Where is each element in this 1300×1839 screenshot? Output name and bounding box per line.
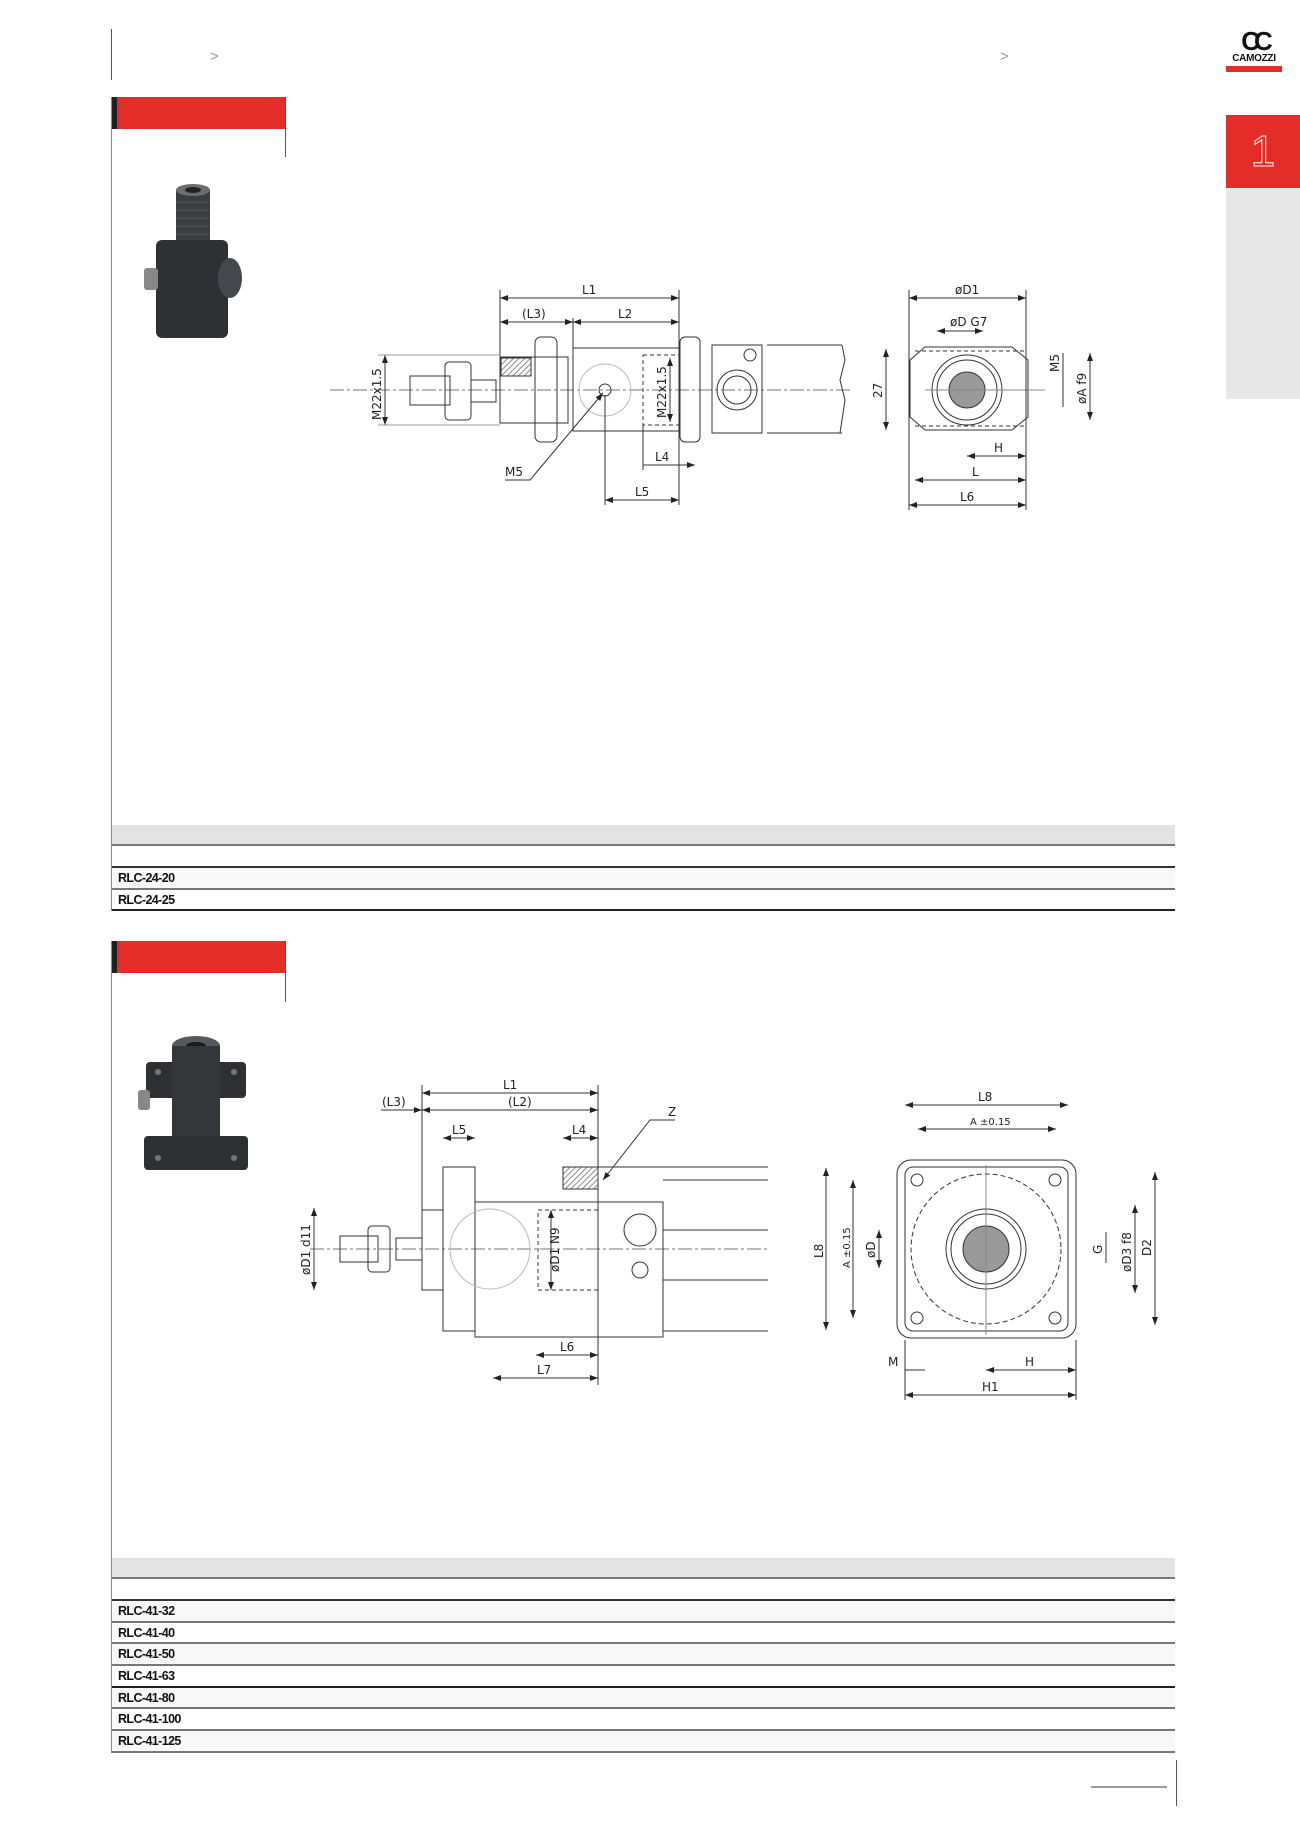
dim-label: (L2) bbox=[508, 1095, 532, 1109]
header-divider bbox=[111, 29, 112, 80]
table-row: RLC-41-50 bbox=[112, 1644, 1175, 1667]
dim-label: (L3) bbox=[382, 1095, 406, 1109]
table-row: RLC-24-20 bbox=[112, 868, 1175, 890]
dim-label: øD1 N9 bbox=[548, 1227, 562, 1272]
breadcrumb-separator: > bbox=[1000, 48, 1009, 65]
dim-label: M5 bbox=[1048, 354, 1062, 372]
dim-label: 27 bbox=[871, 383, 885, 398]
table-row: RLC-24-25 bbox=[112, 890, 1175, 912]
dim-label: D2 bbox=[1140, 1239, 1154, 1256]
camozzi-logo: CC CAMOZZI bbox=[1226, 26, 1282, 75]
table-row: RLC-41-80 bbox=[112, 1687, 1175, 1710]
dim-label: L6 bbox=[960, 490, 974, 504]
section-title-bar bbox=[111, 97, 285, 129]
chapter-number: 1 bbox=[1226, 115, 1300, 188]
rlc-41-table: RLC-41-32 RLC-41-40 RLC-41-50 RLC-41-63 … bbox=[111, 1558, 1175, 1753]
drawing-rlc24-side bbox=[330, 290, 850, 505]
dim-label: M22x1.5 bbox=[655, 366, 669, 418]
dim-label: L5 bbox=[452, 1123, 466, 1137]
dim-label: øA f9 bbox=[1075, 373, 1089, 404]
table-row: RLC-41-125 bbox=[112, 1731, 1175, 1753]
dim-label: øD3 f8 bbox=[1120, 1232, 1134, 1272]
dim-label: L5 bbox=[635, 485, 649, 499]
dim-label: L bbox=[972, 465, 979, 479]
dim-label: L8 bbox=[812, 1244, 826, 1258]
dim-label: øD G7 bbox=[950, 315, 987, 329]
dim-label: L1 bbox=[503, 1078, 517, 1092]
dim-label: L2 bbox=[618, 307, 632, 321]
logo-mark: CC bbox=[1241, 26, 1273, 56]
title-divider bbox=[285, 97, 286, 157]
drawing-rlc41-side bbox=[310, 1085, 770, 1385]
dim-label: (L3) bbox=[522, 307, 546, 321]
table-header bbox=[112, 825, 1175, 846]
dim-label: A ±0.15 bbox=[970, 1117, 1011, 1128]
section-title-bar bbox=[111, 941, 285, 973]
section-border bbox=[111, 941, 112, 1753]
dim-label: M22x1.5 bbox=[370, 368, 384, 420]
dim-label: øD bbox=[864, 1241, 878, 1258]
table-row: RLC-41-40 bbox=[112, 1623, 1175, 1645]
product-photo-rlc-41 bbox=[138, 1036, 248, 1170]
dim-label: L1 bbox=[582, 283, 596, 297]
dim-label: H bbox=[994, 441, 1003, 455]
table-row: RLC-41-100 bbox=[112, 1709, 1175, 1732]
dim-label: M bbox=[888, 1355, 898, 1369]
dim-label: L4 bbox=[655, 450, 669, 464]
dim-label: L8 bbox=[978, 1090, 992, 1104]
footer-rule bbox=[1091, 1786, 1167, 1788]
logo-bar bbox=[1226, 66, 1282, 72]
title-divider bbox=[285, 941, 286, 1002]
dim-label: øD1 bbox=[955, 283, 979, 297]
drawing-rlc41-front bbox=[823, 1102, 1158, 1400]
table-subheader bbox=[112, 846, 1175, 868]
dim-label: L4 bbox=[572, 1123, 586, 1137]
section-border bbox=[111, 97, 112, 910]
dim-label: øD1 d11 bbox=[299, 1224, 313, 1275]
table-row: RLC-41-63 bbox=[112, 1666, 1175, 1688]
chapter-tab[interactable]: 1 bbox=[1226, 115, 1300, 399]
dim-label: G bbox=[1091, 1245, 1105, 1254]
rlc-24-table: RLC-24-20 RLC-24-25 bbox=[111, 825, 1175, 912]
dim-label: L6 bbox=[560, 1340, 574, 1354]
dim-label: H1 bbox=[982, 1380, 999, 1394]
table-subheader bbox=[112, 1579, 1175, 1601]
logo-name: CAMOZZI bbox=[1232, 53, 1276, 64]
dim-label: M5 bbox=[505, 465, 523, 479]
table-row: RLC-41-32 bbox=[112, 1601, 1175, 1623]
dim-label: H bbox=[1025, 1355, 1034, 1369]
dim-label: A ±0.15 bbox=[842, 1227, 853, 1268]
product-photo-rlc-24 bbox=[144, 184, 242, 338]
table-header bbox=[112, 1558, 1175, 1579]
dim-label: L7 bbox=[537, 1363, 551, 1377]
breadcrumb-separator: > bbox=[210, 48, 219, 65]
footer-divider bbox=[1176, 1760, 1177, 1806]
drawing-rlc24-front bbox=[883, 290, 1093, 510]
dim-label: Z bbox=[668, 1105, 676, 1119]
